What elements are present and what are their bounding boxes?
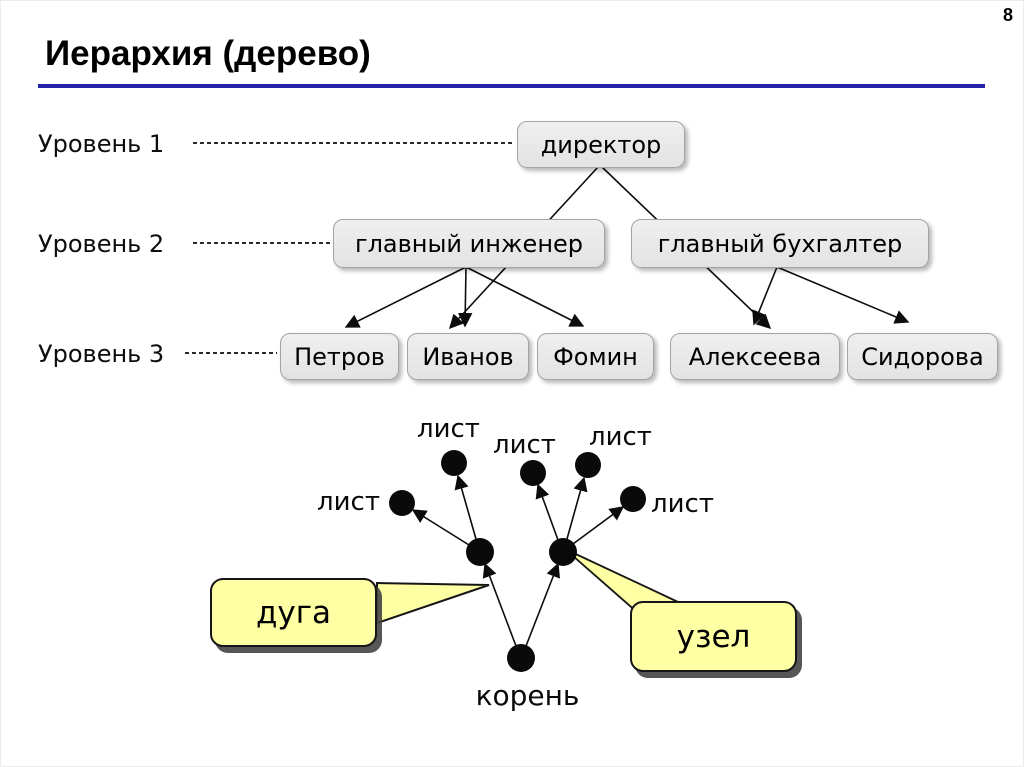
leaf-node-2-dot [441, 450, 467, 476]
leaf-node-5-dot [620, 486, 646, 512]
edge-right-node-leaf-4 [566, 476, 588, 540]
leaf-label-5: лист [651, 489, 714, 519]
org-node-sidorova: Сидорова [847, 333, 998, 380]
edge-engineer-ivanov [458, 266, 473, 328]
leaf-label-2: лист [417, 414, 480, 444]
leaf-label-3: лист [493, 430, 556, 460]
edge-root-right-node [525, 562, 560, 647]
level-2-label: Уровень 2 [38, 230, 165, 258]
tree-nodes [389, 450, 646, 672]
right-internal-node-dot [549, 538, 577, 566]
org-node-ivanov: Иванов [407, 333, 529, 380]
left-internal-node-dot [466, 538, 494, 566]
leaf-node-4-dot [575, 452, 601, 478]
org-node-chief-accountant: главный бухгалтер [631, 219, 929, 268]
level-3-label: Уровень 3 [38, 340, 165, 368]
leaf-node-1-dot [389, 490, 415, 516]
edge-engineer-petrov [344, 266, 467, 328]
page-number: 8 [1002, 5, 1013, 25]
edge-root-left-node [482, 562, 517, 647]
edge-right-node-leaf-3 [535, 483, 559, 541]
level-3-leader-line [185, 352, 277, 354]
root-label: корень [475, 679, 580, 712]
org-node-chief-engineer: главный инженер [333, 219, 605, 268]
root-node-dot [507, 644, 535, 672]
edge-right-node-leaf-5 [572, 506, 625, 545]
tree-edges [411, 474, 625, 647]
slide-title: Иерархия (дерево) [45, 34, 371, 73]
edge-engineer-fomin [465, 266, 585, 327]
node-callout: узел [630, 601, 797, 672]
edge-left-node-leaf-1 [411, 509, 470, 546]
level-1-leader-line [193, 142, 513, 144]
leaf-node-3-dot [520, 460, 546, 486]
edge-accountant-alekseeva [752, 266, 778, 326]
org-node-director: директор [517, 121, 685, 168]
edge-accountant-sidorova [776, 266, 910, 324]
arc-callout-tail [376, 581, 490, 625]
org-node-fomin: Фомин [537, 333, 654, 380]
edge-left-node-leaf-2 [454, 474, 477, 540]
leaf-label-1: лист [317, 487, 380, 517]
title-underline [38, 84, 985, 88]
arc-callout: дуга [210, 578, 377, 647]
org-node-petrov: Петров [280, 333, 399, 380]
org-node-alekseeva: Алексеева [670, 333, 840, 380]
level-2-leader-line [193, 242, 330, 244]
level-1-label: Уровень 1 [38, 130, 165, 158]
leaf-label-4: лист [589, 422, 652, 452]
